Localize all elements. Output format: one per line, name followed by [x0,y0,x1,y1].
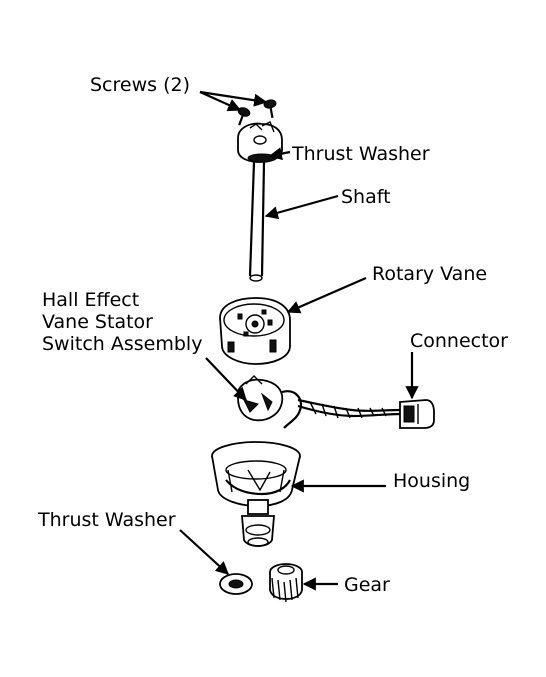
label-connector: Connector [410,330,508,352]
gear-part [269,563,303,603]
bottom-thrust-washer-part [219,573,253,595]
shaft-part [248,161,266,282]
thrust-washer-bottom-leader [179,529,229,575]
shaft-leader [264,194,339,220]
label-thrust-washer-top: Thrust Washer [291,143,430,165]
rotary-vane-leader [286,276,367,314]
label-hall-effect-line1: Hall Effect [42,289,139,311]
label-screws: Screws (2) [90,74,190,96]
connector-part [399,399,435,429]
hall-effect-switch-part [236,375,401,429]
leader-lines [179,90,419,591]
label-hall-effect-line3: Switch Assembly [42,333,202,355]
rotary-vane-part [219,297,291,365]
thrust-washer-top-leader [268,147,291,161]
label-gear: Gear [344,574,390,596]
screws-leader-2 [199,90,268,107]
housing-part [211,441,301,547]
label-thrust-washer-bottom: Thrust Washer [37,509,176,531]
hall-effect-leader [205,357,247,401]
label-shaft: Shaft [341,186,391,208]
label-housing: Housing [393,470,470,492]
label-hall-effect-line2: Vane Stator [42,311,153,333]
label-rotary-vane: Rotary Vane [372,263,487,285]
screws-leader-1 [199,90,242,112]
